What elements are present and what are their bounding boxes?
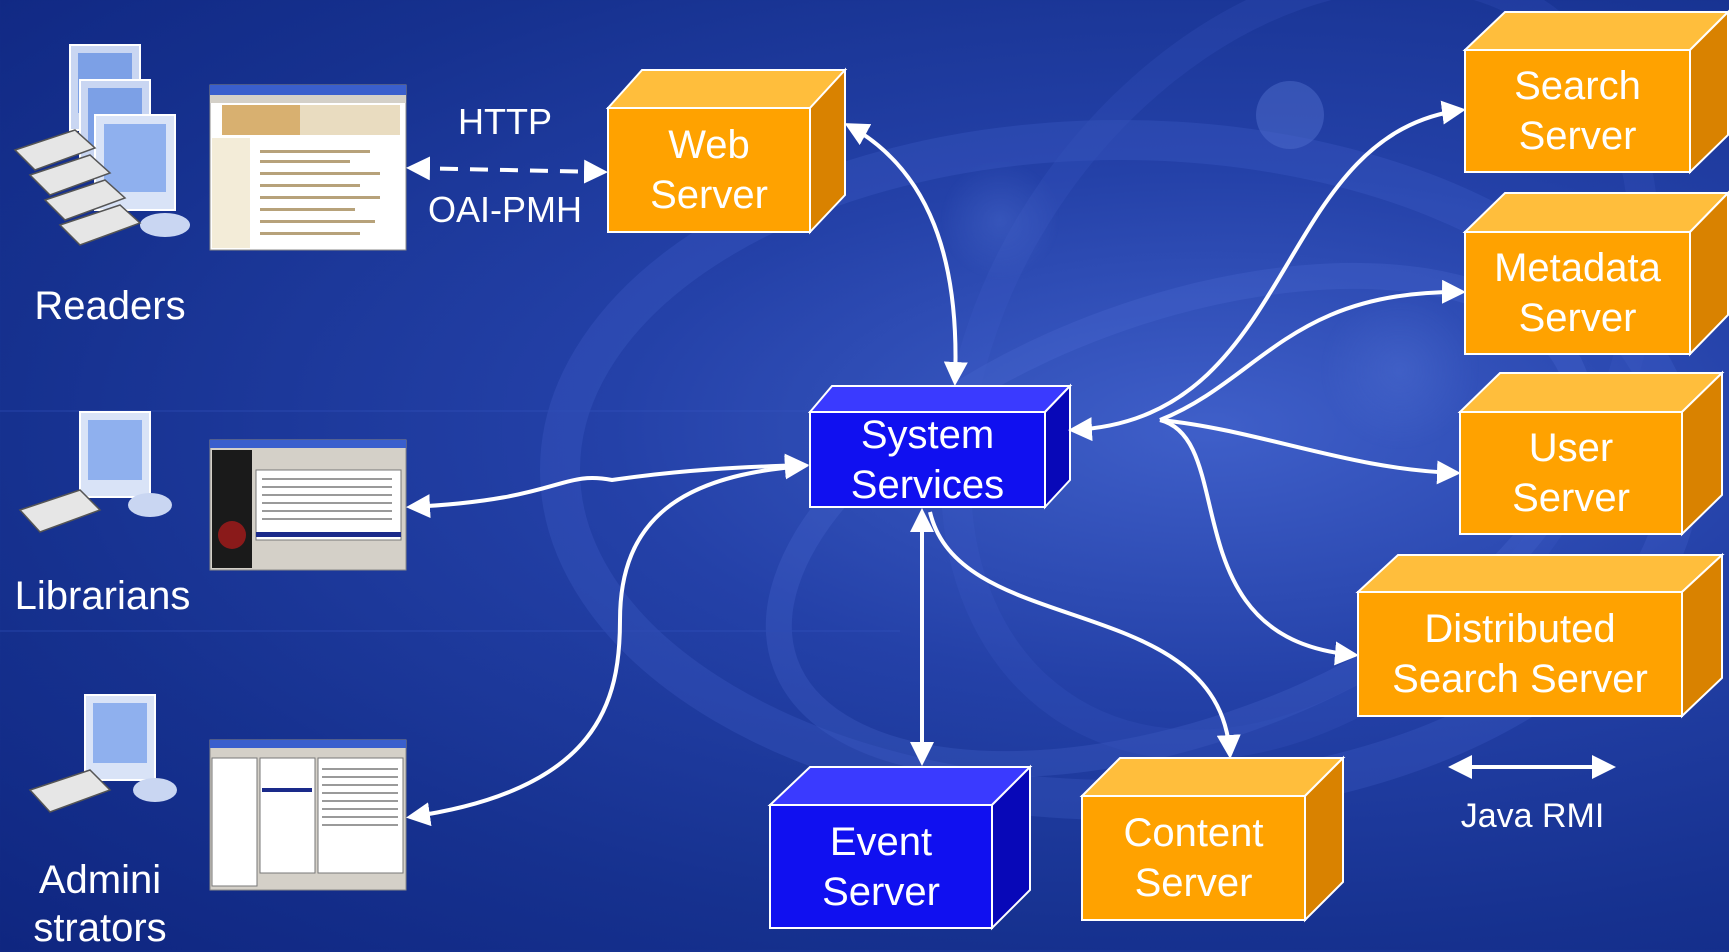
metadata-server-label: Metadata Server (1465, 232, 1690, 354)
system-services-label-line2: Services (850, 462, 1005, 507)
event-server-label-line2: Server (822, 869, 940, 914)
metadata-server-label-line2: Server (1518, 296, 1637, 340)
system-to-user-connector (1159, 418, 1461, 485)
system-to-metadata-connector (1159, 279, 1466, 422)
http-label: HTTP (458, 101, 552, 142)
librarian-application-thumbnail (209, 439, 407, 571)
search-server-label-line2: Server (1518, 114, 1637, 158)
content-server-label-line2: Server (1134, 861, 1253, 905)
administrators-to-system-connector (406, 455, 809, 827)
web-server-box (605, 67, 848, 235)
librarians-label: Librarians (14, 574, 191, 618)
web-server-label: Web Server (608, 108, 810, 232)
search-server-box (1462, 9, 1729, 175)
digital-library-web-page-thumbnail (209, 84, 407, 251)
user-server-label-line2: Server (1512, 476, 1630, 520)
system-services-label-line1: System (860, 412, 995, 457)
content-server-box (1079, 755, 1346, 923)
web-to-system-connector (844, 123, 968, 386)
system-to-distributed-connector (1159, 418, 1359, 666)
event-server-label: Event Server (770, 805, 992, 928)
administrators-label-line2: strators (33, 906, 167, 950)
java-rmi-legend-label: Java RMI (1460, 797, 1605, 835)
content-server-label: Content Server (1082, 796, 1305, 920)
distributed-search-server-box (1355, 552, 1725, 719)
system-services-box (807, 383, 1073, 510)
librarians-to-system-connector (406, 453, 809, 519)
distributed-search-server-label: Distributed Search Server (1358, 592, 1682, 716)
metadata-server-label-line1: Metadata (1494, 246, 1661, 290)
user-server-label-line1: User (1528, 426, 1614, 470)
user-server-label: User Server (1460, 412, 1682, 534)
distributed-search-server-label-line1: Distributed (1424, 607, 1616, 651)
readers-label: Readers (34, 284, 186, 328)
http-oai-connector (406, 156, 608, 184)
metadata-server-box (1462, 190, 1729, 357)
administrators-computer-icon (28, 694, 177, 813)
search-server-label: Search Server (1465, 50, 1690, 172)
search-server-label-line1: Search (1514, 64, 1641, 108)
system-to-content-connector (928, 511, 1241, 759)
system-to-search-connector (1068, 100, 1466, 442)
web-server-label-line2: Server (650, 173, 768, 217)
user-server-box (1457, 370, 1725, 537)
distributed-search-server-label-line2: Search Server (1392, 657, 1648, 701)
administrators-label-line1: Admini (38, 858, 162, 902)
readers-computers-icon (13, 44, 190, 246)
librarians-computer-icon (18, 411, 172, 533)
administrator-application-thumbnail (209, 739, 407, 891)
event-server-label-line1: Event (829, 819, 933, 864)
content-server-label-line1: Content (1123, 811, 1264, 855)
system-services-label: System Services (810, 412, 1045, 507)
web-server-label-line1: Web (668, 123, 750, 167)
administrators-label: Admini strators (10, 856, 190, 952)
oai-pmh-label: OAI-PMH (427, 189, 582, 230)
